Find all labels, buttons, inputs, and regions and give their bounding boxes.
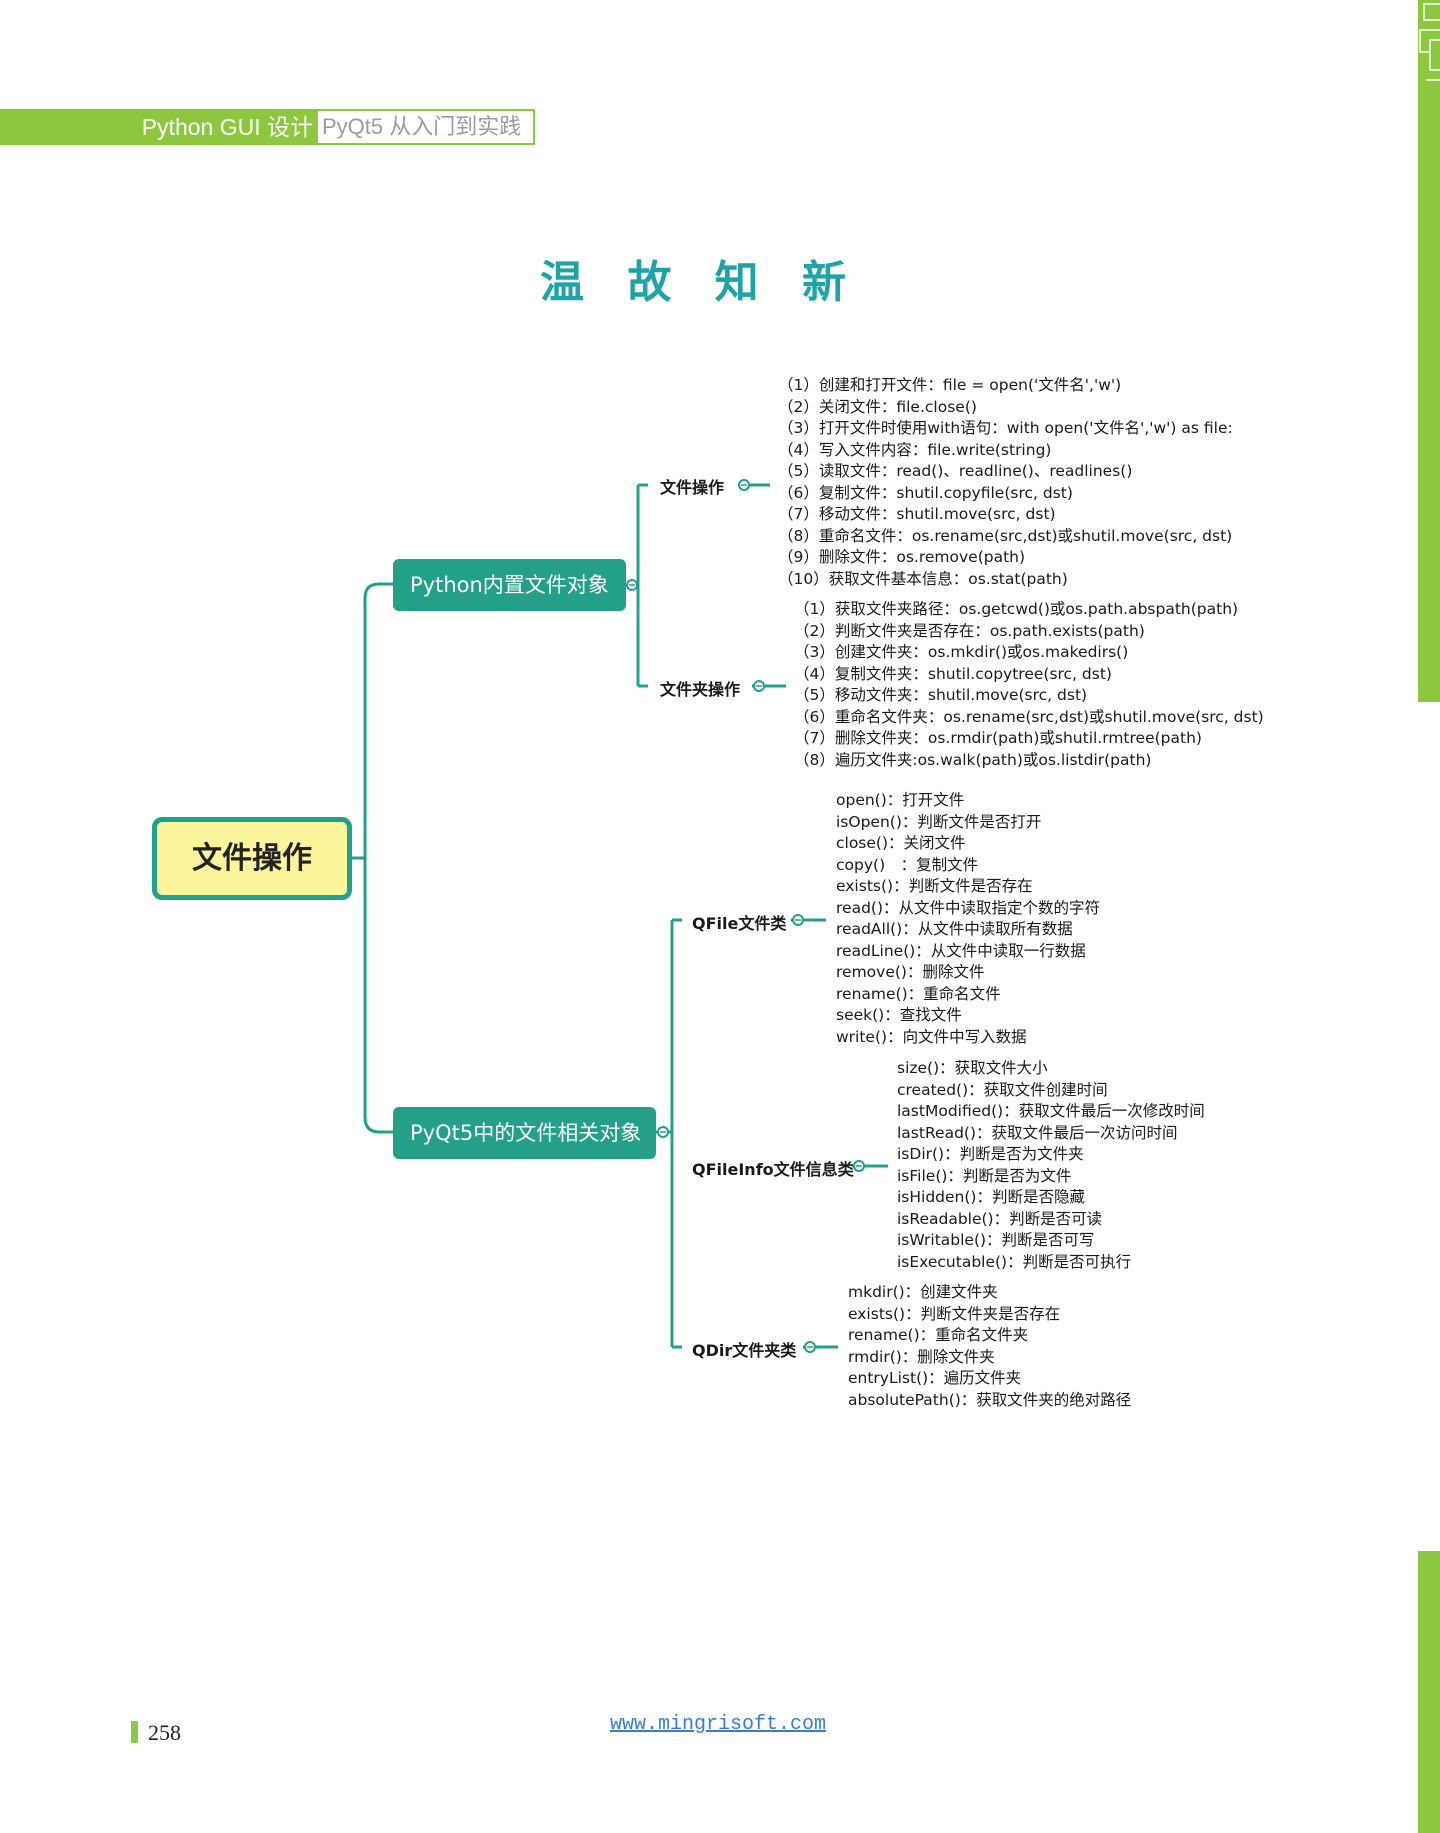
- list-item: rmdir()：删除文件夹: [848, 1347, 995, 1366]
- list-item: （6）重命名文件夹：os.rename(src,dst)或shutil.move…: [794, 707, 1264, 726]
- node-python-builtin-file-objects[interactable]: Python内置文件对象: [393, 559, 626, 611]
- node-pyqt5-file-objects[interactable]: PyQt5中的文件相关对象: [393, 1107, 656, 1159]
- list-item: （4）复制文件夹：shutil.copytree(src, dst): [794, 664, 1112, 683]
- list-item: isHidden()：判断是否隐藏: [897, 1188, 1085, 1206]
- list-item: （2）判断文件夹是否存在：os.path.exists(path): [794, 621, 1145, 640]
- list-item: （10）获取文件基本信息：os.stat(path): [778, 569, 1068, 588]
- list-item: size()：获取文件大小: [897, 1059, 1048, 1077]
- file-operations-list: （1）创建和打开文件：file = open('文件名','w') （2）关闭文件…: [778, 375, 1233, 590]
- list-item: absolutePath()：获取文件夹的绝对路径: [848, 1390, 1132, 1409]
- list-item: （1）获取文件夹路径：os.getcwd()或os.path.abspath(p…: [794, 600, 1239, 618]
- page-number: 258: [148, 1720, 181, 1745]
- node-qdir-class[interactable]: QDir文件夹类: [692, 1341, 797, 1360]
- side-tab-decoration: [1418, 0, 1440, 702]
- book-title-banner: Python GUI 设计: [0, 109, 316, 145]
- list-item: （7）移动文件：shutil.move(src, dst): [778, 505, 1056, 523]
- node-folder-operations[interactable]: 文件夹操作: [660, 680, 741, 699]
- list-item: exists()：判断文件是否存在: [836, 877, 1033, 895]
- list-item: lastRead()：获取文件最后一次访问时间: [897, 1123, 1178, 1142]
- list-item: write()：向文件中写入数据: [836, 1027, 1027, 1046]
- list-item: exists()：判断文件夹是否存在: [848, 1304, 1061, 1323]
- list-item: （8）重命名文件：os.rename(src,dst)或shutil.move(…: [778, 526, 1233, 545]
- list-item: created()：获取文件创建时间: [897, 1080, 1108, 1099]
- qfile-methods-list: open()：打开文件 isOpen()：判断文件是否打开 close()：关闭文件…: [836, 790, 1100, 1048]
- list-item: close()：关闭文件: [836, 834, 966, 852]
- list-item: isExecutable()：判断是否可执行: [897, 1252, 1132, 1271]
- list-item: read()：从文件中读取指定个数的字符: [836, 898, 1101, 917]
- list-item: （9）删除文件：os.remove(path): [778, 548, 1026, 566]
- node-qfileinfo-class[interactable]: QFileInfo文件信息类: [692, 1160, 854, 1179]
- list-item: readLine()：从文件中读取一行数据: [836, 941, 1086, 960]
- connector-pyqt-trunk: [670, 918, 682, 1349]
- side-tab-decoration-bottom: [1418, 1551, 1440, 1833]
- page-number-marker: [131, 1721, 138, 1743]
- list-item: lastModified()：获取文件最后一次修改时间: [897, 1102, 1205, 1120]
- list-item: （4）写入文件内容：file.write(string): [778, 440, 1052, 459]
- mindmap-root-node[interactable]: 文件操作: [152, 817, 352, 900]
- qdir-methods-list: mkdir()：创建文件夹 exists()：判断文件夹是否存在 rename()：…: [848, 1282, 1131, 1411]
- corner-pattern-icon: [1419, 3, 1440, 81]
- website-link[interactable]: www.mingrisoft.com: [610, 1713, 827, 1736]
- book-subtitle-banner: PyQt5 从入门到实践: [316, 109, 535, 145]
- list-item: open()：打开文件: [836, 791, 965, 809]
- list-item: （3）创建文件夹：os.mkdir()或os.makedirs(): [794, 643, 1129, 661]
- list-item: readAll()：从文件中读取所有数据: [836, 920, 1073, 938]
- connector-python-trunk: [636, 483, 648, 688]
- qfileinfo-methods-list: size()：获取文件大小 created()：获取文件创建时间 lastModif…: [897, 1058, 1205, 1273]
- node-qfile-class[interactable]: QFile文件类: [692, 914, 787, 933]
- list-item: remove()：删除文件: [836, 963, 985, 981]
- list-item: （8）遍历文件夹:os.walk(path)或os.listdir(path): [794, 750, 1152, 769]
- list-item: rename()：重命名文件: [836, 984, 1001, 1003]
- list-item: （7）删除文件夹：os.rmdir(path)或shutil.rmtree(pa…: [794, 729, 1202, 747]
- connector-trunk: [363, 582, 393, 1134]
- node-file-operations[interactable]: 文件操作: [660, 478, 725, 497]
- list-item: isFile()：判断是否为文件: [897, 1166, 1072, 1185]
- list-item: isDir()：判断是否为文件夹: [897, 1145, 1084, 1163]
- list-item: seek()：查找文件: [836, 1006, 962, 1024]
- list-item: isWritable()：判断是否可写: [897, 1231, 1095, 1249]
- list-item: isOpen()：判断文件是否打开: [836, 812, 1042, 831]
- list-item: entryList()：遍历文件夹: [848, 1369, 1022, 1387]
- list-item: （1）创建和打开文件：file = open('文件名','w'): [778, 376, 1122, 394]
- list-item: （5）移动文件夹：shutil.move(src, dst): [794, 686, 1088, 704]
- list-item: mkdir()：创建文件夹: [848, 1283, 998, 1301]
- list-item: （3）打开文件时使用with语句：with open('文件名','w') as…: [778, 419, 1233, 437]
- folder-operations-list: （1）获取文件夹路径：os.getcwd()或os.path.abspath(p…: [794, 599, 1264, 771]
- page-title: 温 故 知 新: [540, 257, 860, 308]
- list-item: （5）读取文件：read()、readline()、readlines(): [778, 462, 1133, 480]
- list-item: （2）关闭文件：file.close(): [778, 397, 977, 416]
- list-item: rename()：重命名文件夹: [848, 1326, 1029, 1344]
- list-item: copy() ：复制文件: [836, 855, 979, 874]
- list-item: （6）复制文件：shutil.copyfile(src, dst): [778, 483, 1073, 502]
- list-item: isReadable()：判断是否可读: [897, 1209, 1103, 1228]
